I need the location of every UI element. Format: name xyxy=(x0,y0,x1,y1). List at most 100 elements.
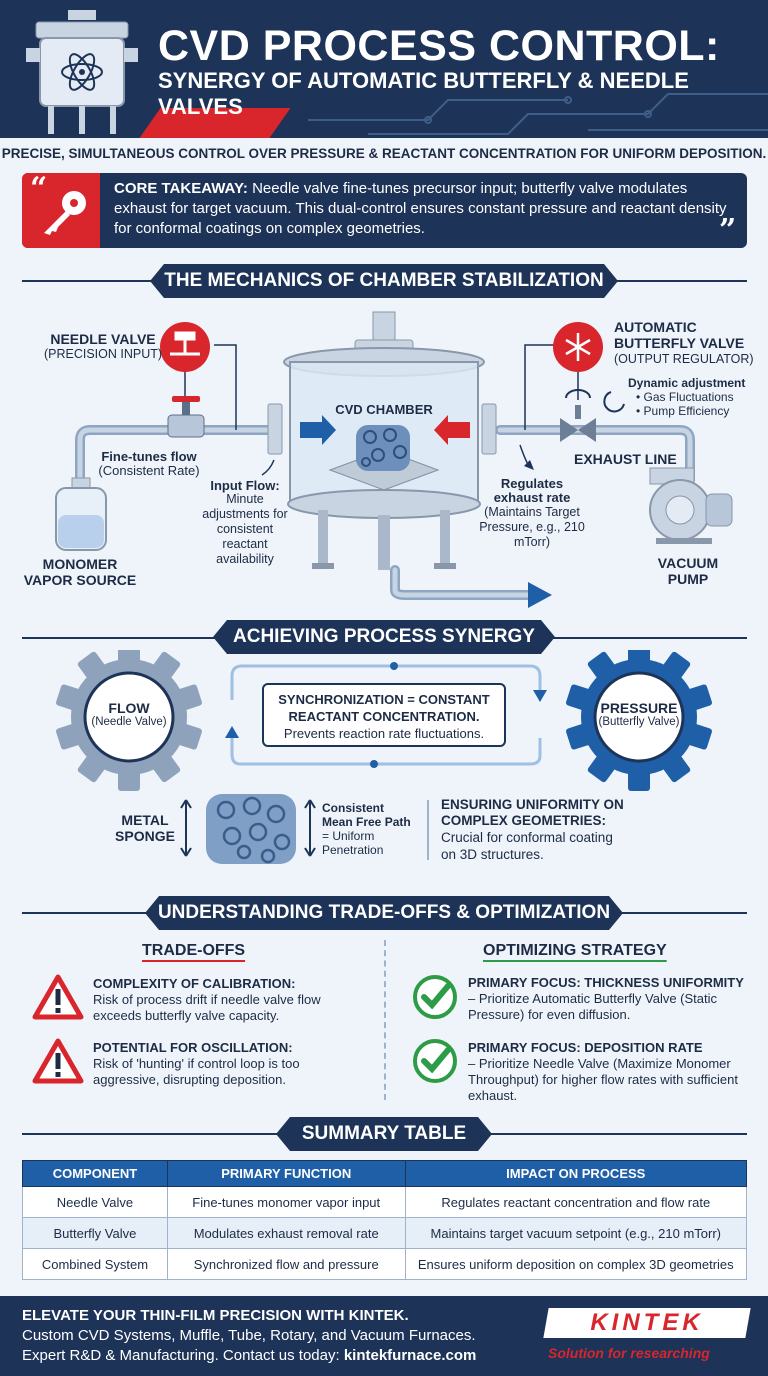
table-cell: Regulates reactant concentration and flo… xyxy=(404,1186,748,1218)
metal-sponge-icon xyxy=(180,794,316,864)
table-row: Combined System Synchronized flow and pr… xyxy=(22,1248,748,1280)
takeaway-body: Needle valve fine-tunes precursor input;… xyxy=(114,180,727,237)
sync-line-3: Prevents reaction rate fluctuations. xyxy=(283,726,485,741)
needle-valve-icon xyxy=(167,396,205,438)
vapor-source-label: VAPOR SOURCE xyxy=(23,572,137,588)
needle-valve-label: NEEDLE VALVE xyxy=(50,331,156,347)
footer-contact: Expert R&D & Manufacturing. Contact us t… xyxy=(22,1347,476,1364)
tradeoff-2-body: Risk of 'hunting' if control loop is too… xyxy=(93,1056,300,1087)
takeaway-label: CORE TAKEAWAY: xyxy=(114,180,248,197)
synchronization-box: SYNCHRONIZATION = CONSTANT REACTANT CONC… xyxy=(262,683,506,747)
sync-line-2: REACTANT CONCENTRATION. xyxy=(288,709,480,724)
pressure-gear-icon xyxy=(566,650,712,791)
flow-title: FLOW xyxy=(108,700,150,716)
page-subtitle: SYNERGY OF AUTOMATIC BUTTERFLY & NEEDLE … xyxy=(158,68,689,119)
butterfly-title-2: BUTTERFLY VALVE xyxy=(614,335,745,351)
uniformity-line-1: ENSURING UNIFORMITY ON xyxy=(441,797,624,812)
table-cell: Maintains target vacuum setpoint (e.g., … xyxy=(404,1217,748,1249)
page-title: CVD PROCESS CONTROL: xyxy=(158,22,720,70)
summary-table: COMPONENT PRIMARY FUNCTION IMPACT ON PRO… xyxy=(22,1160,748,1280)
chamber-diagram xyxy=(55,311,733,608)
pressure-sub: (Butterfly Valve) xyxy=(598,716,680,728)
footer-website-link[interactable]: kintekfurnace.com xyxy=(343,1347,477,1364)
exhaust-line-label: EXHAUST LINE xyxy=(574,451,677,467)
dynamic-item-1: • Gas Fluctuations xyxy=(636,390,734,404)
section-heading-mechanics: THE MECHANICS OF CHAMBER STABILIZATION xyxy=(150,264,618,298)
vacuum-label: VACUUM xyxy=(657,555,719,571)
table-header-cell: PRIMARY FUNCTION xyxy=(166,1160,406,1187)
section-heading-summary: SUMMARY TABLE xyxy=(276,1117,492,1151)
table-cell: Butterfly Valve xyxy=(22,1217,168,1249)
mfp-line-2: Mean Free Path xyxy=(322,815,411,829)
mfp-line-4: Penetration xyxy=(322,843,384,857)
footer: ELEVATE YOUR THIN-FILM PRECISION WITH KI… xyxy=(0,1296,768,1376)
warning-icon xyxy=(32,974,84,1020)
check-icon xyxy=(413,1039,457,1083)
input-flow-body: Minute adjustments for consistent reacta… xyxy=(202,492,288,566)
close-quote-icon: ” xyxy=(719,213,737,248)
pressure-title: PRESSURE xyxy=(600,700,678,716)
table-row: Butterfly Valve Modulates exhaust remova… xyxy=(22,1217,748,1249)
key-icon xyxy=(44,191,86,235)
uniformity-line-4: on 3D structures. xyxy=(441,847,544,862)
logo-tagline: Solution for researching xyxy=(548,1345,710,1361)
table-row: Needle Valve Fine-tunes monomer vapor in… xyxy=(22,1186,748,1218)
output-arrow xyxy=(434,415,470,445)
sponge-icon xyxy=(356,425,410,471)
metal-label: METAL xyxy=(121,812,169,828)
circuit-pattern xyxy=(308,93,768,135)
header-banner: CVD PROCESS CONTROL: SYNERGY OF AUTOMATI… xyxy=(0,0,768,138)
open-quote-icon: “ xyxy=(30,173,48,206)
fine-tunes-label: Fine-tunes flow xyxy=(101,449,197,464)
warning-icon xyxy=(32,1038,84,1084)
rotate-icon xyxy=(565,389,625,413)
butterfly-valve-icon xyxy=(560,405,596,442)
needle-valve-sub: (PRECISION INPUT) xyxy=(43,347,163,361)
optimize-1-title: PRIMARY FOCUS: THICKNESS UNIFORMITY xyxy=(468,975,744,990)
lead-statement: PRECISE, SIMULTANEOUS CONTROL OVER PRESS… xyxy=(1,146,767,161)
monomer-bottle-icon xyxy=(55,477,107,551)
synergy-diagram xyxy=(53,650,712,864)
mfp-line-3: = Uniform xyxy=(322,829,375,843)
dynamic-item-2: • Pump Efficiency xyxy=(636,404,730,418)
footer-products: Custom CVD Systems, Muffle, Tube, Rotary… xyxy=(22,1327,476,1344)
table-cell: Synchronized flow and pressure xyxy=(166,1248,406,1280)
dynamic-label: Dynamic adjustment xyxy=(628,376,746,390)
regulates-body: (Maintains Target Pressure, e.g., 210 mT… xyxy=(479,505,585,549)
table-cell: Ensures uniform deposition on complex 3D… xyxy=(404,1248,748,1280)
sync-line-1: SYNCHRONIZATION = CONSTANT xyxy=(278,692,490,707)
uniformity-line-2: COMPLEX GEOMETRIES: xyxy=(441,813,607,828)
takeaway-text: CORE TAKEAWAY: Needle valve fine-tunes p… xyxy=(114,179,734,239)
chamber-label: CVD CHAMBER xyxy=(335,402,433,417)
column-divider xyxy=(384,940,386,1100)
exhaust-arrow xyxy=(528,582,552,608)
table-header-row: COMPONENT PRIMARY FUNCTION IMPACT ON PRO… xyxy=(22,1160,748,1187)
optimize-2-title: PRIMARY FOCUS: DEPOSITION RATE xyxy=(468,1040,703,1055)
flow-gear-label: FLOW (Needle Valve) xyxy=(89,700,169,728)
pump-label: PUMP xyxy=(667,571,709,587)
consistent-rate-label: (Consistent Rate) xyxy=(98,463,200,478)
table-cell: Fine-tunes monomer vapor input xyxy=(166,1186,406,1218)
key-icon-box: “ xyxy=(22,173,100,248)
section-heading-tradeoffs: UNDERSTANDING TRADE-OFFS & OPTIMIZATION xyxy=(145,896,623,930)
sponge-label: SPONGE xyxy=(115,828,175,844)
tradeoffs-title: TRADE-OFFS xyxy=(142,942,246,959)
tradeoff-1-title: COMPLEXITY OF CALIBRATION: xyxy=(93,976,296,991)
mfp-line-1: Consistent xyxy=(322,801,385,815)
footer-headline: ELEVATE YOUR THIN-FILM PRECISION WITH KI… xyxy=(22,1307,409,1324)
table-header-cell: COMPONENT xyxy=(22,1160,168,1187)
section-heading-synergy: ACHIEVING PROCESS SYNERGY xyxy=(213,620,555,654)
reactor-icon xyxy=(26,10,138,134)
table-cell: Combined System xyxy=(22,1248,168,1280)
tradeoff-2-title: POTENTIAL FOR OSCILLATION: xyxy=(93,1040,293,1055)
uniformity-line-3: Crucial for conformal coating xyxy=(441,830,613,845)
regulates-title-1: Regulates xyxy=(500,476,564,491)
regulates-title-2: exhaust rate xyxy=(493,490,571,505)
optimizing-title: OPTIMIZING STRATEGY xyxy=(483,942,667,959)
table-cell: Modulates exhaust removal rate xyxy=(166,1217,406,1249)
optimize-2-body: – Prioritize Needle Valve (Maximize Mono… xyxy=(468,1056,739,1103)
flow-sub: (Needle Valve) xyxy=(91,716,167,728)
vacuum-pump-icon xyxy=(649,467,733,544)
core-takeaway-box: “ CORE TAKEAWAY: Needle valve fine-tunes… xyxy=(22,173,747,248)
kintek-logo: KINTEK xyxy=(590,1309,704,1336)
